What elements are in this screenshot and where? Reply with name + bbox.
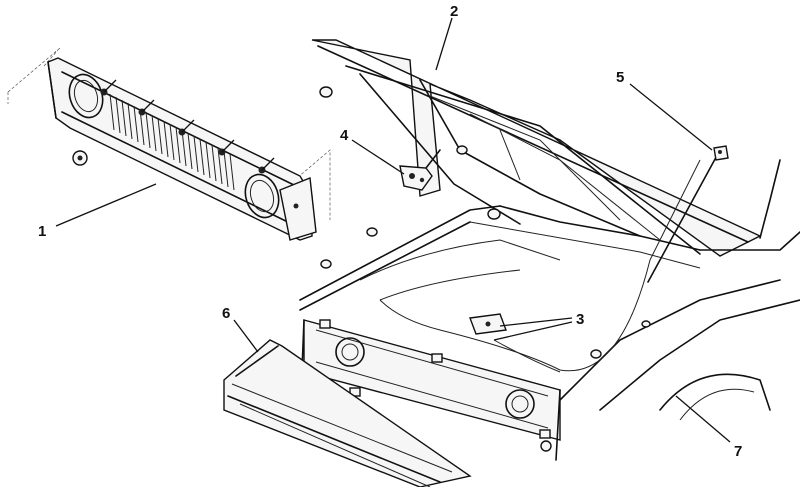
leader-5 (629, 83, 713, 151)
engine-bay-body (299, 159, 800, 461)
front-bumper (223, 339, 472, 487)
callout-labels: 1 2 3 4 5 6 7 (38, 3, 742, 460)
callout-leaders (55, 17, 731, 443)
callout-3: 3 (576, 311, 584, 328)
callout-7: 7 (734, 443, 742, 460)
callout-2: 2 (450, 3, 458, 20)
callout-5: 5 (616, 69, 624, 86)
leader-3a (499, 317, 573, 327)
hood-panel (311, 39, 762, 257)
grille-panel (7, 47, 331, 241)
leader-2 (435, 17, 453, 71)
leader-4 (351, 139, 405, 175)
leader-3b (493, 321, 573, 341)
hood-prop-rod (647, 145, 729, 283)
leader-6 (233, 319, 259, 353)
leader-1 (55, 183, 157, 227)
callout-1: 1 (38, 223, 46, 240)
callout-4: 4 (340, 127, 349, 144)
callout-6: 6 (222, 305, 230, 322)
leader-7 (675, 395, 731, 443)
hood-hinge (399, 149, 441, 191)
